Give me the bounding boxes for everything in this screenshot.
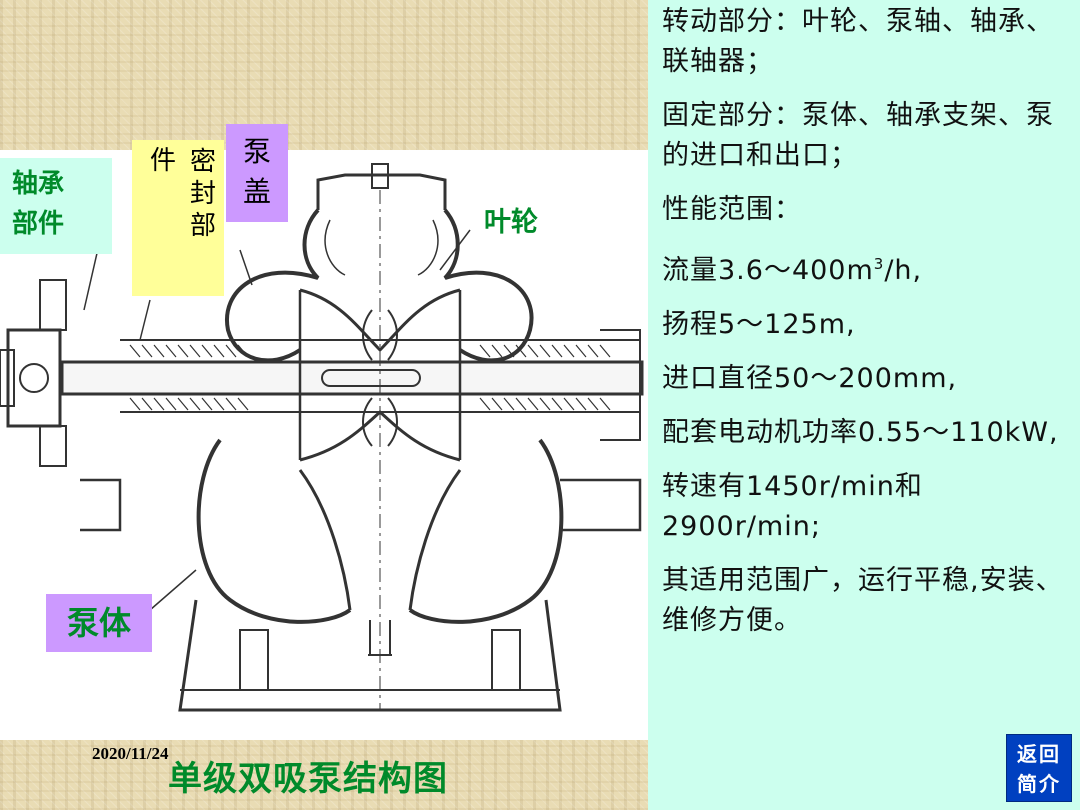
head-range-text: 扬程5～125m, — [662, 309, 856, 340]
motor-power-text: 配套电动机功率0.55～110kW, — [662, 417, 1059, 448]
flow-prefix: 流量3.6～400m — [662, 255, 874, 286]
label-impeller: 叶轮 — [484, 207, 538, 238]
label-bearing-line2: 部件 — [12, 209, 65, 239]
description-panel: 转动部分：叶轮、泵轴、轴承、联轴器； 固定部分：泵体、轴承支架、泵的进口和出口；… — [648, 0, 1080, 810]
label-seal-parts: 件 密封部 — [132, 140, 224, 296]
inlet-diameter-text: 进口直径50～200mm, — [662, 363, 958, 394]
rotating-parts-text: 转动部分：叶轮、泵轴、轴承、联轴器； — [662, 6, 1054, 77]
speed-text: 转速有1450r/min和2900r/min; — [662, 471, 923, 542]
diagram-caption: 单级双吸泵结构图 — [168, 759, 448, 799]
flow-suffix: /h, — [884, 255, 923, 286]
performance-heading: 性能范围： — [662, 194, 802, 225]
label-bearing-line1: 轴承 — [12, 169, 65, 199]
back-to-intro-button[interactable]: 返回简介 — [1006, 734, 1072, 802]
label-pump-cover: 泵 盖 — [226, 124, 288, 222]
usage-text: 其适用范围广，运行平稳,安装、维修方便。 — [662, 565, 1064, 636]
pump-cross-section-drawing — [0, 163, 644, 712]
label-pump-body: 泵体 — [46, 594, 152, 652]
label-seal-col2: 密封部 — [190, 147, 217, 241]
fixed-parts-text: 固定部分：泵体、轴承支架、泵的进口和出口； — [662, 100, 1054, 171]
flow-superscript: 3 — [873, 255, 885, 273]
label-cover-line2: 盖 — [242, 175, 271, 208]
flow-range-text: 流量3.6～400m3/h, — [662, 244, 1070, 291]
label-cover-line1: 泵 — [242, 135, 271, 168]
slide-date: 2020/11/24 — [92, 744, 169, 763]
label-seal-col1: 件 — [150, 146, 177, 176]
label-bearing-parts: 轴承 部件 — [0, 158, 112, 254]
